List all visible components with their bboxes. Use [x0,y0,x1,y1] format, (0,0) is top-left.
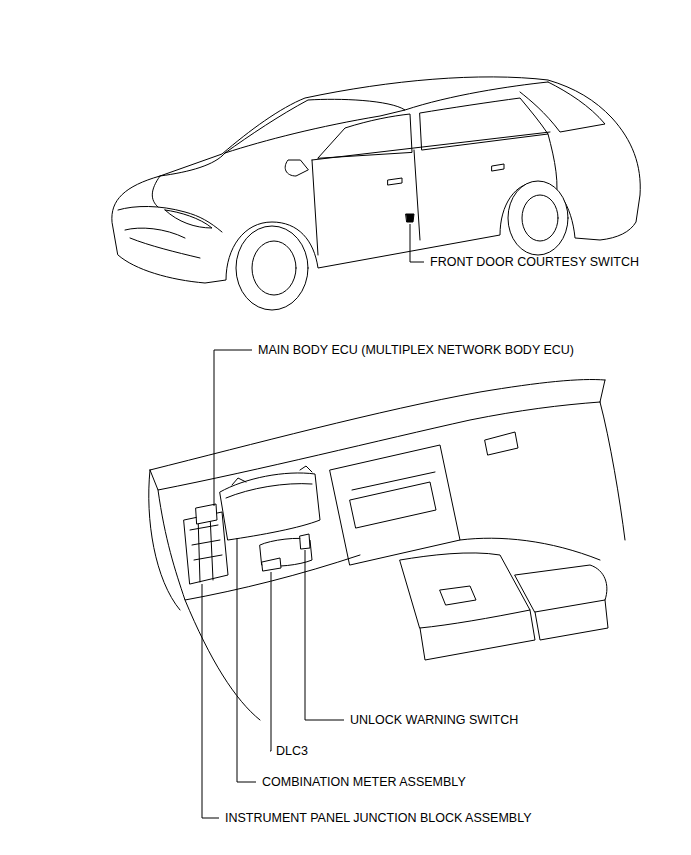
dashboard-drawing [149,380,625,721]
car-drawing [112,77,640,310]
part-label: FRONT DOOR COURTESY SWITCH [430,255,639,269]
part-label: COMBINATION METER ASSEMBLY [262,775,466,789]
part-label: INSTRUMENT PANEL JUNCTION BLOCK ASSEMBLY [225,811,532,825]
leader-lines [202,224,424,818]
part-label: MAIN BODY ECU (MULTIPLEX NETWORK BODY EC… [258,343,574,357]
part-label: UNLOCK WARNING SWITCH [350,713,518,727]
part-label: DLC3 [276,744,308,758]
